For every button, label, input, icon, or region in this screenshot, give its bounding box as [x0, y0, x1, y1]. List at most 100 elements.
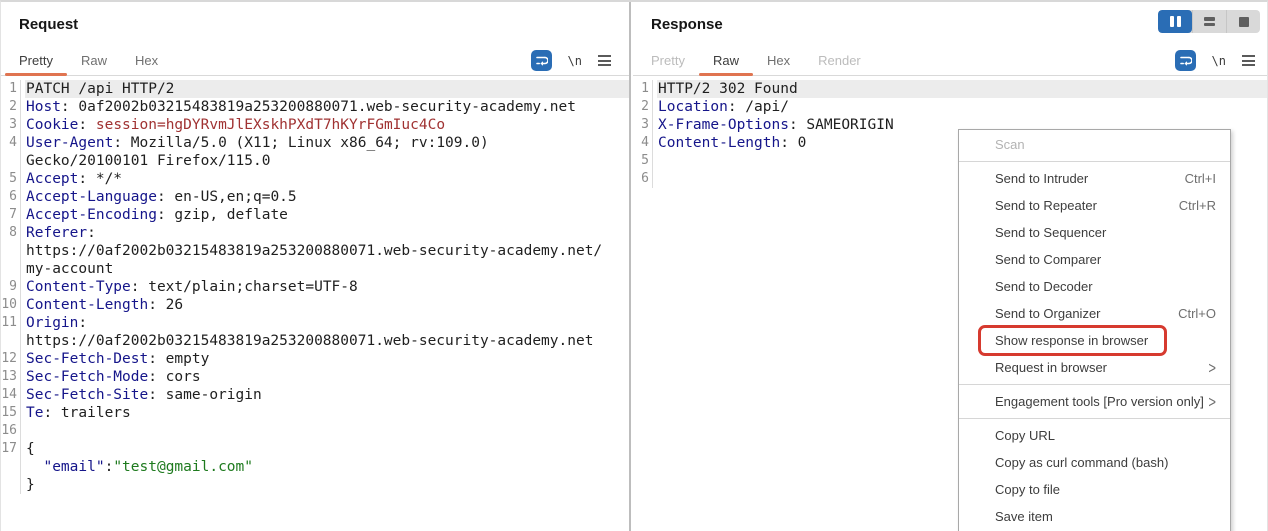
code-line: 12 Sec-Fetch-Dest: empty — [1, 350, 629, 368]
code-line-text: Location: /api/ — [658, 99, 789, 115]
nonprintable-chars-toggle-icon[interactable]: \n — [567, 53, 582, 68]
tab-hex[interactable]: Hex — [134, 53, 159, 68]
menu-item-label: Copy as curl command (bash) — [995, 455, 1169, 470]
tab-hex[interactable]: Hex — [766, 53, 791, 68]
code-line-text: my-account — [26, 261, 114, 277]
single-pane-icon — [1238, 16, 1249, 27]
layout-rows-button[interactable] — [1192, 10, 1226, 33]
menu-item-label: Show response in browser — [995, 333, 1149, 348]
layout-single-button[interactable] — [1226, 10, 1260, 33]
layout-columns-button[interactable] — [1158, 10, 1192, 33]
tab-raw[interactable]: Raw — [80, 53, 107, 68]
wrap-lines-icon[interactable] — [530, 50, 552, 71]
menu-item-label: Request in browser — [995, 360, 1107, 375]
line-number: 5 — [1, 170, 21, 188]
code-line-text: HTTP/2 302 Found — [657, 80, 1267, 98]
response-tabbar: Pretty Raw Hex Render \n — [633, 46, 1267, 76]
line-number: 10 — [1, 296, 21, 314]
code-line: 6 — [633, 170, 1267, 188]
code-line: "email":"test@gmail.com" — [1, 458, 629, 476]
line-number: 5 — [633, 152, 653, 170]
menu-item-label: Send to Intruder — [995, 171, 1089, 186]
code-line-text: https://0af2002b03215483819a253200880071… — [26, 333, 594, 349]
code-line-text: Origin: — [26, 315, 88, 331]
line-number — [1, 458, 21, 476]
code-line: 2 Location: /api/ — [633, 98, 1267, 116]
menu-item-copy-url[interactable]: Copy URL — [959, 422, 1230, 449]
line-number: 1 — [1, 80, 21, 98]
menu-item-engagement-tools-pro-version-only[interactable]: Engagement tools [Pro version only]> — [959, 388, 1230, 415]
line-number: 2 — [633, 98, 653, 116]
code-line: Gecko/20100101 Firefox/115.0 — [1, 152, 629, 170]
tab-pretty: Pretty — [651, 53, 685, 68]
line-number: 3 — [633, 116, 653, 134]
code-line-text: Sec-Fetch-Site: same-origin — [26, 387, 262, 403]
code-line-text: } — [26, 477, 35, 493]
line-number: 17 — [1, 440, 21, 458]
code-line: my-account — [1, 260, 629, 278]
code-line: } — [1, 476, 629, 494]
menu-item-label: Send to Organizer — [995, 306, 1101, 321]
tab-raw[interactable]: Raw — [698, 48, 753, 76]
line-number: 14 — [1, 386, 21, 404]
line-number: 15 — [1, 404, 21, 422]
menu-item-send-to-decoder[interactable]: Send to Decoder — [959, 273, 1230, 300]
code-line: 14 Sec-Fetch-Site: same-origin — [1, 386, 629, 404]
nonprintable-chars-toggle-icon[interactable]: \n — [1211, 53, 1226, 68]
line-number: 7 — [1, 206, 21, 224]
tab-pretty[interactable]: Pretty — [5, 48, 67, 76]
line-number: 2 — [1, 98, 21, 116]
line-number: 12 — [1, 350, 21, 368]
submenu-arrow-icon: > — [1208, 357, 1216, 378]
line-number: 11 — [1, 314, 21, 332]
line-number — [1, 476, 21, 494]
code-line-text: { — [26, 441, 35, 457]
code-line-text: PATCH /api HTTP/2 — [25, 80, 629, 98]
code-line-text: Te: trailers — [26, 405, 131, 421]
line-number: 1 — [633, 80, 653, 98]
line-number — [1, 152, 21, 170]
code-line: 11 Origin: — [1, 314, 629, 332]
code-line-text — [25, 422, 629, 440]
menu-item-save-item[interactable]: Save item — [959, 503, 1230, 530]
menu-item-send-to-comparer[interactable]: Send to Comparer — [959, 246, 1230, 273]
editor-menu-icon[interactable] — [598, 55, 611, 66]
response-tabs: Pretty Raw Hex Render — [637, 48, 875, 76]
menu-item-copy-as-curl-command-bash[interactable]: Copy as curl command (bash) — [959, 449, 1230, 476]
menu-item-send-to-sequencer[interactable]: Send to Sequencer — [959, 219, 1230, 246]
code-line-text: Accept-Encoding: gzip, deflate — [26, 207, 288, 223]
tab-render: Render — [818, 53, 861, 68]
editor-menu-icon[interactable] — [1242, 55, 1255, 66]
code-line-text: Content-Length: 0 — [658, 135, 807, 151]
menu-item-request-in-browser[interactable]: Request in browser > — [959, 354, 1230, 381]
menu-item-label: Send to Sequencer — [995, 225, 1107, 240]
menu-item-label: Send to Comparer — [995, 252, 1102, 267]
code-line-text: User-Agent: Mozilla/5.0 (X11; Linux x86_… — [26, 135, 489, 151]
line-number: 16 — [1, 422, 21, 440]
code-line: 16 — [1, 422, 629, 440]
code-line: https://0af2002b03215483819a253200880071… — [1, 332, 629, 350]
menu-item-copy-to-file[interactable]: Copy to file — [959, 476, 1230, 503]
menu-item-label: Scan — [995, 137, 1025, 152]
columns-icon — [1169, 16, 1181, 27]
request-tabs: Pretty Raw Hex — [5, 48, 172, 76]
wrap-lines-icon[interactable] — [1174, 50, 1196, 71]
code-line-text: Sec-Fetch-Dest: empty — [26, 351, 210, 367]
code-line-text: X-Frame-Options: SAMEORIGIN — [658, 117, 894, 133]
menu-item-label: Copy to file — [995, 482, 1061, 497]
code-line-text: Referer: — [26, 225, 96, 241]
menu-item-label: Engagement tools [Pro version only] — [995, 394, 1204, 409]
code-line-text: Gecko/20100101 Firefox/115.0 — [26, 153, 271, 169]
menu-item-show-response-in-browser[interactable]: Show response in browser — [959, 325, 1230, 356]
code-line-text: Content-Length: 26 — [26, 297, 184, 313]
